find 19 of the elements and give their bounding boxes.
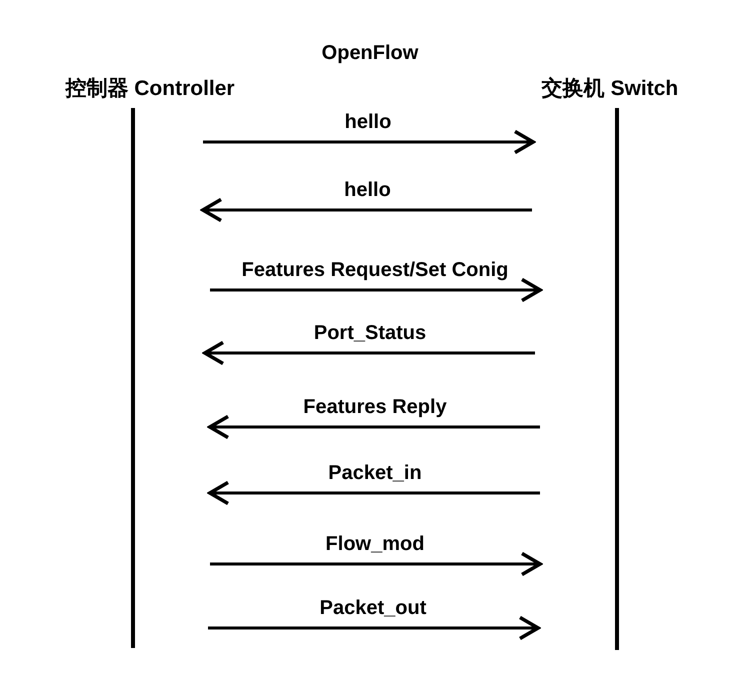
message-label: hello — [344, 179, 391, 202]
message-arrow — [208, 480, 540, 506]
message-label: hello — [344, 111, 392, 134]
message-arrow — [208, 616, 540, 640]
lifeline-heading: 控制器 Controller — [65, 76, 235, 102]
message-arrow — [208, 414, 540, 440]
message-label: Port_Status — [314, 322, 426, 345]
message-label: Features Request/Set Conig — [242, 259, 508, 282]
lifeline-heading: 交换机 Switch — [542, 76, 678, 102]
message-arrow — [203, 130, 535, 154]
diagram-title: OpenFlow — [322, 42, 418, 65]
message-arrow — [201, 198, 532, 222]
message-arrow — [210, 278, 542, 302]
message-label: Packet_out — [320, 597, 426, 620]
message-label: Features Reply — [303, 396, 447, 419]
message-label: Flow_mod — [326, 533, 424, 556]
message-label: Packet_in — [328, 462, 422, 485]
message-arrow — [210, 552, 542, 576]
message-arrow — [203, 340, 535, 366]
